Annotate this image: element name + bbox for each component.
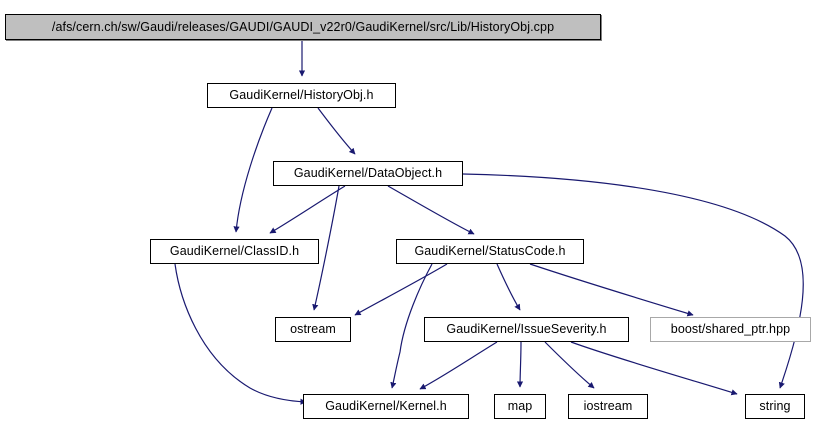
graph-node-label: /afs/cern.ch/sw/Gaudi/releases/GAUDI/GAU…	[51, 19, 555, 34]
graph-node-ostream[interactable]: ostream	[275, 317, 351, 342]
graph-node-label: GaudiKernel/Kernel.h	[325, 399, 447, 414]
edge-issueseverity-to-string	[570, 341, 738, 396]
graph-node-label: string	[759, 399, 791, 414]
graph-node-root[interactable]: /afs/cern.ch/sw/Gaudi/releases/GAUDI/GAU…	[5, 14, 601, 40]
edge-statuscode-to-issueseverity	[496, 263, 521, 311]
graph-node-label: map	[507, 399, 533, 414]
graph-node-dataobject[interactable]: GaudiKernel/DataObject.h	[273, 161, 463, 186]
edge-issueseverity-to-map	[516, 341, 524, 388]
edge-group	[174, 40, 804, 405]
edge-dataobject-to-ostream	[312, 185, 340, 311]
graph-node-label: boost/shared_ptr.hpp	[670, 322, 791, 337]
graph-node-statuscode[interactable]: GaudiKernel/StatusCode.h	[396, 239, 584, 264]
edge-issueseverity-to-kernel	[419, 341, 498, 390]
edge-dataobject-to-classid	[269, 185, 346, 234]
graph-node-label: ostream	[290, 322, 336, 337]
graph-node-historyobj[interactable]: GaudiKernel/HistoryObj.h	[207, 83, 396, 108]
graph-node-boost[interactable]: boost/shared_ptr.hpp	[650, 317, 811, 342]
graph-node-kernel[interactable]: GaudiKernel/Kernel.h	[303, 394, 469, 419]
edge-dataobject-to-string	[462, 173, 804, 389]
edge-historyobj-to-dataobject	[317, 107, 356, 155]
graph-node-label: GaudiKernel/ClassID.h	[169, 244, 300, 259]
edge-statuscode-to-boost	[529, 263, 694, 317]
graph-node-label: GaudiKernel/IssueSeverity.h	[446, 322, 607, 337]
graph-node-map[interactable]: map	[494, 394, 546, 419]
edge-statuscode-to-ostream	[354, 263, 448, 316]
graph-node-string[interactable]: string	[745, 394, 805, 419]
graph-node-label: GaudiKernel/HistoryObj.h	[229, 88, 374, 103]
graph-node-label: iostream	[583, 399, 633, 414]
edge-statuscode-to-kernel	[390, 263, 433, 389]
graph-node-classid[interactable]: GaudiKernel/ClassID.h	[150, 239, 319, 264]
graph-node-label: GaudiKernel/DataObject.h	[293, 166, 443, 181]
graph-node-iostream[interactable]: iostream	[568, 394, 648, 419]
edge-dataobject-to-statuscode	[387, 185, 475, 235]
edge-classid-to-kernel	[174, 263, 307, 405]
edge-issueseverity-to-iostream	[544, 341, 595, 389]
edge-historyobj-to-classid	[233, 107, 273, 233]
graph-node-label: GaudiKernel/StatusCode.h	[414, 244, 566, 259]
graph-node-issueseverity[interactable]: GaudiKernel/IssueSeverity.h	[424, 317, 629, 342]
